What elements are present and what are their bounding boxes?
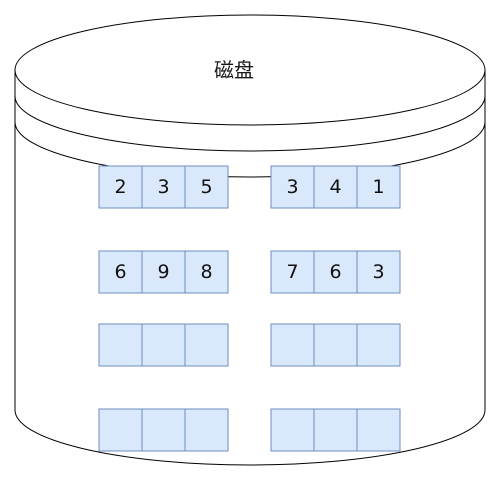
block-cell: [313, 250, 358, 294]
block-cell-value: 3: [157, 176, 169, 198]
block-cell: [141, 408, 186, 452]
disk-layer-line-2: [14, 121, 486, 178]
block-cell-value: 3: [372, 261, 384, 283]
block-cell-value: 6: [114, 261, 126, 283]
data-block: 7 6 3: [270, 250, 401, 294]
block-cell: [313, 408, 358, 452]
block-cell: [356, 323, 401, 367]
block-cell: [98, 408, 143, 452]
block-cell: [313, 323, 358, 367]
block-cell-value: 1: [372, 176, 384, 198]
data-block: 3 4 1: [270, 165, 401, 209]
block-cell-value: 2: [114, 176, 126, 198]
block-cell: [98, 165, 143, 209]
block-cell: [270, 408, 315, 452]
data-blocks: 2 3 5 3 4 1 6 9 8 7 6 3: [98, 165, 401, 452]
data-block: [98, 323, 229, 367]
block-cell: [270, 165, 315, 209]
block-cell-value: 3: [286, 176, 298, 198]
disk-layer-line-1: [14, 95, 486, 152]
block-cell: [184, 250, 229, 294]
block-cell-value: 7: [286, 261, 298, 283]
block-cell: [141, 165, 186, 209]
block-cell: [184, 323, 229, 367]
block-cell: [356, 165, 401, 209]
block-cell: [356, 250, 401, 294]
block-cell: [184, 165, 229, 209]
block-cell: [356, 408, 401, 452]
disk-body: [14, 70, 486, 466]
data-block: 6 9 8: [98, 250, 229, 294]
data-block: 2 3 5: [98, 165, 229, 209]
block-cell: [98, 323, 143, 367]
block-cell: [270, 323, 315, 367]
data-block: [98, 408, 229, 452]
block-cell: [184, 408, 229, 452]
block-cell-value: 5: [200, 176, 212, 198]
data-block: [270, 323, 401, 367]
block-cell-value: 6: [329, 261, 341, 283]
disk-top: [14, 14, 486, 126]
block-cell: [98, 250, 143, 294]
block-cell-value: 8: [200, 261, 212, 283]
block-cell-value: 9: [157, 261, 169, 283]
disk-label: 磁盘: [214, 58, 254, 82]
data-block: [270, 408, 401, 452]
block-cell: [270, 250, 315, 294]
block-cell-value: 4: [329, 176, 341, 198]
block-cell: [141, 323, 186, 367]
